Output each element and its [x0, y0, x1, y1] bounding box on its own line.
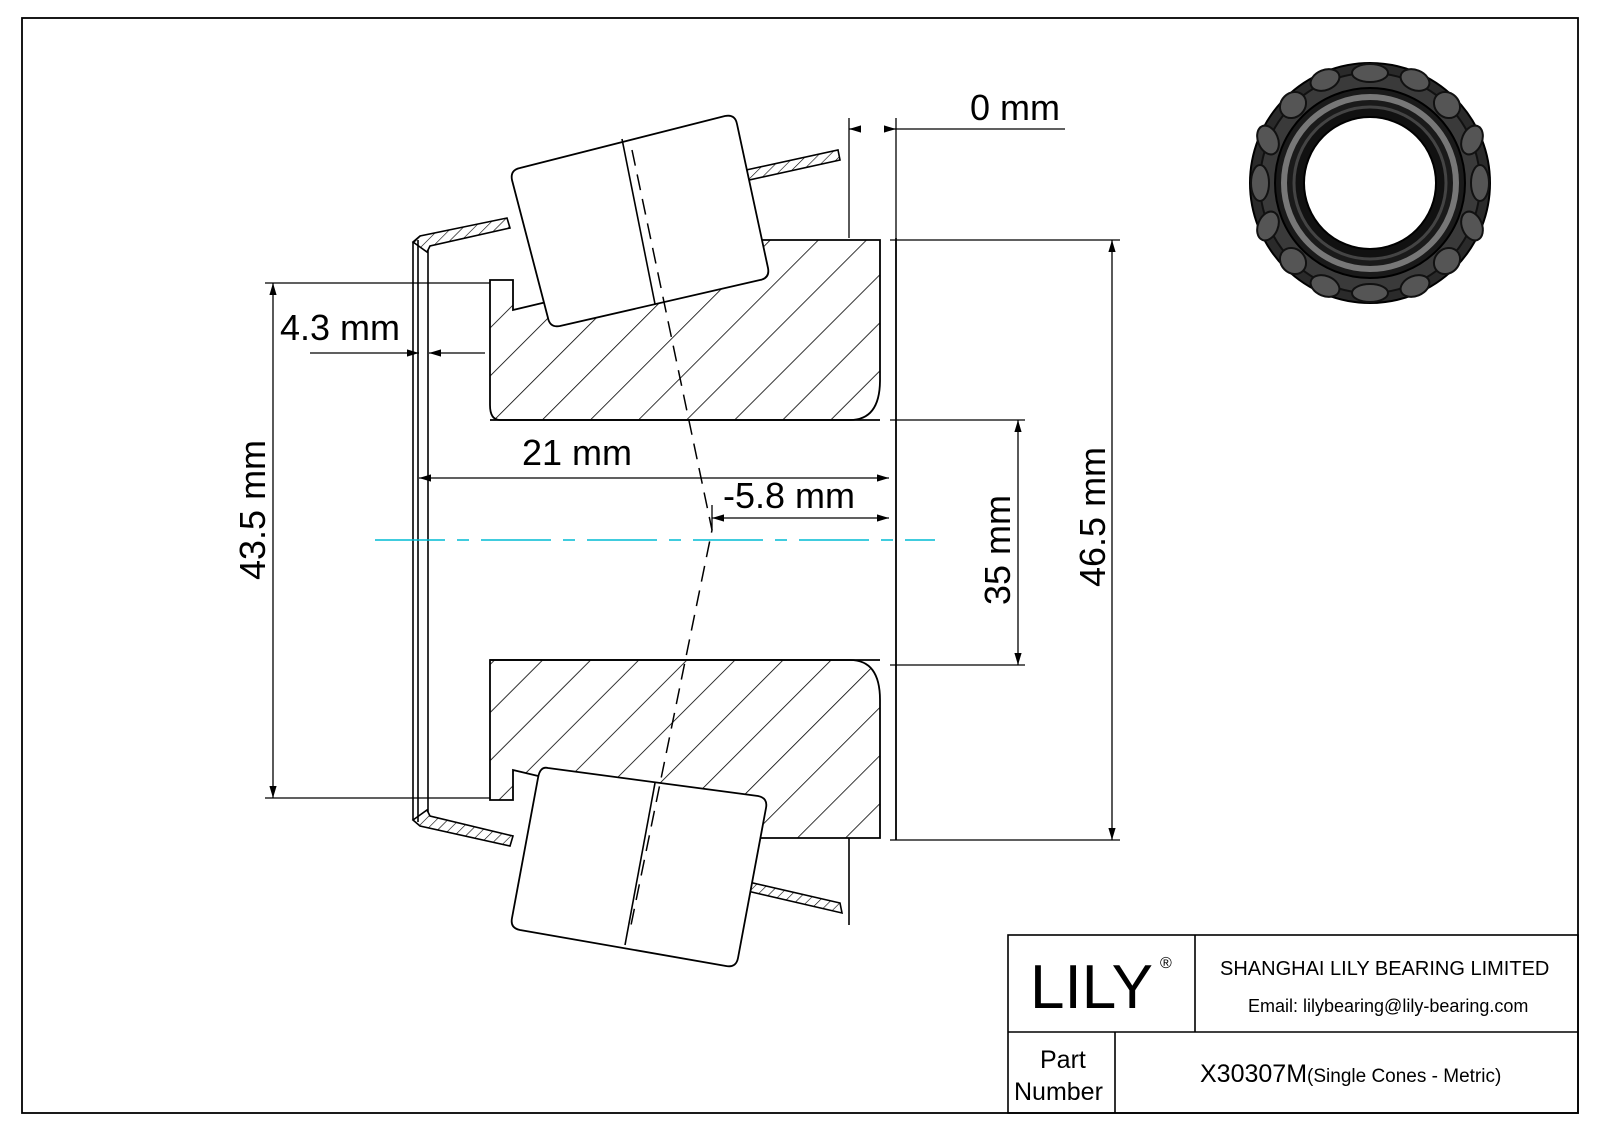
cage-bottom-shell-right	[738, 878, 844, 915]
dim-outer-diameter: 46.5 mm	[1072, 447, 1113, 587]
part-label-line1: Part	[1040, 1046, 1086, 1074]
part-number: X30307M	[1200, 1060, 1307, 1088]
dim-cone-width: 21 mm	[522, 432, 632, 473]
dimension-lines	[265, 118, 1120, 925]
dim-effective-center: -5.8 mm	[723, 475, 855, 516]
dim-top-offset: 0 mm	[970, 87, 1060, 128]
roller-bottom	[510, 766, 768, 968]
part-label-line2: Number	[1014, 1078, 1103, 1106]
dim-rib-diameter: 43.5 mm	[232, 440, 273, 580]
dim-bore: 35 mm	[977, 495, 1018, 605]
cage-top-shell-right	[735, 149, 841, 183]
title-block	[1007, 934, 1579, 1114]
company-name: SHANGHAI LILY BEARING LIMITED	[1220, 958, 1549, 980]
dim-flange-width: 4.3 mm	[280, 307, 400, 348]
part-description: (Single Cones - Metric)	[1307, 1066, 1501, 1087]
bearing-render-thumbnail	[1249, 62, 1491, 304]
part-number-line: X30307M(Single Cones - Metric)	[1200, 1060, 1501, 1088]
registered-mark: ®	[1160, 955, 1172, 972]
dimension-labels: 0 mm 4.3 mm 21 mm -5.8 mm 43.5 mm 35 mm …	[232, 87, 1113, 605]
title-block-text: LILY ® SHANGHAI LILY BEARING LIMITED Ema…	[1014, 953, 1549, 1106]
cage-top-shell	[411, 217, 512, 254]
cage-bottom-shell	[411, 808, 515, 847]
drawing-border	[21, 17, 1579, 1114]
company-email: Email: lilybearing@lily-bearing.com	[1248, 996, 1528, 1016]
cone-ring	[489, 239, 881, 839]
company-logo: LILY	[1030, 953, 1153, 1022]
roller-top	[510, 114, 770, 328]
